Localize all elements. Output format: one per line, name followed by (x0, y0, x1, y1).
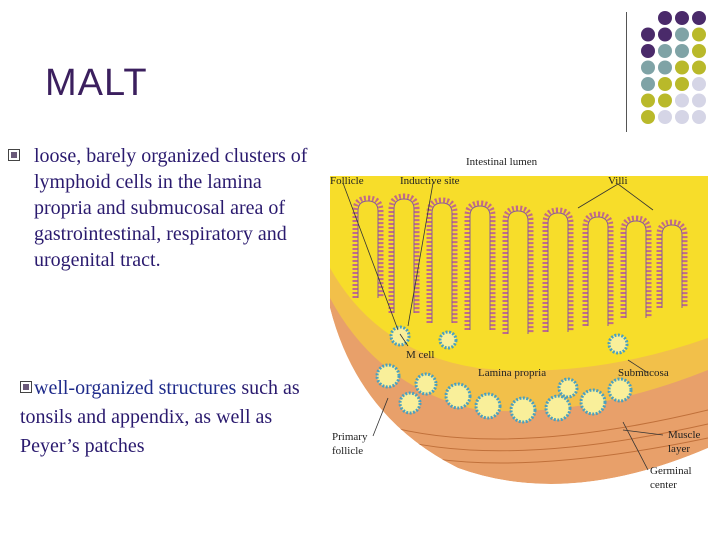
follicle-group (375, 325, 633, 424)
label-inductive-site: Inductive site (400, 175, 460, 187)
lymphoid-follicle (557, 377, 579, 399)
villus-inner (547, 212, 569, 332)
decorative-dot (641, 60, 655, 75)
label-germinal-center-line2: center (650, 479, 677, 491)
decorative-dot (692, 44, 706, 58)
decorative-dot (675, 11, 689, 25)
label-m-cell: M cell (406, 349, 434, 361)
decorative-dot (641, 44, 655, 58)
villus-inner (393, 198, 415, 313)
label-muscle-layer-line2: layer (668, 443, 690, 455)
lymphoid-follicle (607, 333, 629, 355)
bullet-text-emphasis: well-organized structures (34, 377, 237, 399)
decorative-dot (658, 27, 672, 42)
lymphoid-follicle (579, 388, 607, 416)
villus-inner (507, 210, 529, 334)
label-primary-follicle-line1: Primary (332, 431, 368, 443)
label-germinal-center-line1: Germinal (650, 465, 692, 477)
label-villi: Villi (608, 175, 628, 187)
decorative-dot (692, 60, 706, 75)
bullet-square-icon (20, 381, 32, 393)
lymphoid-follicle (474, 392, 502, 420)
decorative-dot (692, 27, 706, 42)
label-submucosa: Submucosa (618, 367, 669, 379)
villi-group (352, 193, 688, 334)
decorative-dot (658, 93, 672, 108)
bullet-text: loose, barely organized clusters of lymp… (34, 145, 308, 271)
label-muscle-layer-line1: Muscle (668, 429, 701, 441)
lymphoid-follicle (509, 396, 537, 424)
bullet-text: such as tonsils and appendix, as well as… (20, 377, 300, 457)
decorative-divider (626, 12, 627, 132)
decorative-dot (641, 93, 655, 108)
villus-inner (587, 216, 609, 326)
bullet-square-icon (8, 149, 20, 161)
decorative-dot (658, 110, 672, 124)
lymphoid-follicle (607, 377, 633, 403)
decorative-dot (658, 77, 672, 91)
decorative-dot (641, 77, 655, 91)
bullet-organized-structures: well-organized structures such as tonsil… (20, 374, 320, 461)
decorative-dot (675, 44, 689, 58)
villus-inner (625, 220, 647, 318)
decorative-dot (641, 27, 655, 42)
decorative-dot (675, 60, 689, 75)
decorative-dot (658, 11, 672, 25)
decorative-dot (692, 93, 706, 108)
decorative-dot (675, 77, 689, 91)
decorative-dot (658, 60, 672, 75)
lymphoid-follicle (438, 330, 458, 350)
villus-inner (469, 205, 491, 330)
label-follicle: Follicle (330, 175, 364, 187)
lymphoid-follicle (398, 391, 422, 415)
lymphoid-follicle (375, 363, 401, 389)
decorative-dot (692, 77, 706, 91)
lymphoid-follicle (444, 382, 472, 410)
villus-inner (431, 202, 453, 323)
decorative-dot (675, 27, 689, 42)
lymphoid-follicle (544, 394, 572, 422)
decorative-dot (658, 44, 672, 58)
label-lamina-propria: Lamina propria (478, 367, 546, 379)
label-intestinal-lumen: Intestinal lumen (466, 156, 538, 168)
decorative-dot (675, 110, 689, 124)
decorative-dot (692, 11, 706, 25)
villus-inner (661, 224, 683, 308)
slide-title: MALT (45, 62, 148, 104)
label-primary-follicle-line2: follicle (332, 445, 363, 457)
decorative-dot-grid (641, 11, 706, 124)
decorative-dot (675, 93, 689, 108)
decorative-dot (692, 110, 706, 124)
decorative-dot (641, 110, 655, 124)
lymphoid-follicle (389, 325, 411, 347)
malt-intestine-diagram: Intestinal lumen Follicle Inductive site… (330, 156, 708, 491)
lymphoid-follicle (414, 372, 438, 396)
